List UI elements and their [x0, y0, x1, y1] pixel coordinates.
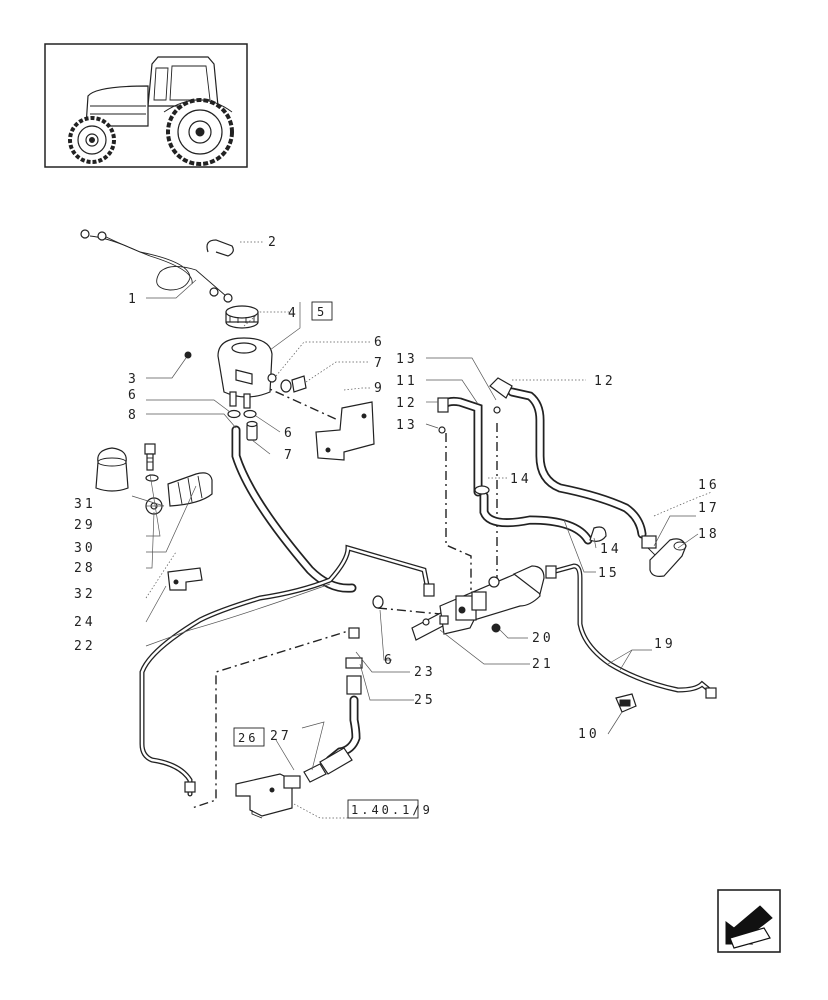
slave-bracket[interactable] [235, 773, 301, 819]
outlet-pipe[interactable] [545, 563, 717, 699]
callout-numbers: 1 2 3 4 6 6 6 6 7 7 8 9 10 11 12 12 13 1… [74, 235, 720, 744]
callout-6[interactable]: 6 [284, 426, 295, 441]
callout-30[interactable]: 30 [74, 541, 96, 556]
callout-7[interactable]: 7 [284, 448, 295, 463]
kit-reference-26[interactable]: 26 [233, 727, 265, 747]
return-hose[interactable] [474, 485, 607, 545]
previous-page-button[interactable] [717, 889, 781, 953]
tractor-thumbnail[interactable] [44, 43, 248, 168]
elbow-fitting[interactable] [649, 538, 687, 577]
reservoir-cap[interactable] [225, 305, 259, 329]
pipe-clamp-6[interactable] [372, 595, 384, 609]
callout-14[interactable]: 14 [600, 542, 622, 557]
fluid-reservoir[interactable] [217, 337, 277, 409]
callout-6[interactable]: 6 [128, 388, 139, 403]
callout-29[interactable]: 29 [74, 518, 96, 533]
callout-13[interactable]: 13 [396, 352, 418, 367]
master-cylinder-screw[interactable] [491, 623, 501, 633]
callout-2[interactable]: 2 [268, 235, 279, 250]
supply-hose[interactable] [231, 425, 357, 593]
callout-32[interactable]: 32 [74, 587, 96, 602]
callout-8[interactable]: 8 [128, 408, 139, 423]
page-reference-label: 1.40.1/9 [351, 803, 433, 817]
callout-6[interactable]: 6 [374, 335, 385, 350]
pipe-clip[interactable] [615, 693, 637, 713]
dust-cap[interactable] [95, 447, 129, 492]
reservoir-screw[interactable] [184, 351, 192, 359]
kit-reference-5[interactable]: 5 [311, 301, 333, 321]
previous-page-arrow-icon [725, 905, 773, 949]
assembly-centerlines [191, 375, 498, 809]
callout-19[interactable]: 19 [654, 637, 676, 652]
callout-13[interactable]: 13 [396, 418, 418, 433]
brake-pipe[interactable] [139, 544, 435, 797]
callout-17[interactable]: 17 [698, 501, 720, 516]
tractor-icon [68, 56, 234, 166]
hose-clip[interactable] [206, 239, 234, 257]
callout-27[interactable]: 27 [270, 729, 292, 744]
banjo-bolt[interactable] [144, 443, 156, 471]
callout-7[interactable]: 7 [374, 356, 385, 371]
sealing-washer[interactable] [145, 474, 159, 482]
callout-12[interactable]: 12 [396, 396, 418, 411]
wiring-harness[interactable] [80, 229, 233, 303]
callout-23[interactable]: 23 [414, 665, 436, 680]
upper-clamp-and-hose-stub[interactable] [280, 375, 307, 393]
master-cylinder[interactable] [411, 565, 545, 641]
callout-11[interactable]: 11 [396, 374, 418, 389]
callout-12[interactable]: 12 [594, 374, 616, 389]
callout-24[interactable]: 24 [74, 615, 96, 630]
kit-reference-5-label: 5 [317, 305, 327, 319]
callout-10[interactable]: 10 [578, 727, 600, 742]
callout-22[interactable]: 22 [74, 639, 96, 654]
callout-20[interactable]: 20 [532, 631, 554, 646]
feed-hose-left[interactable] [437, 396, 483, 497]
callout-21[interactable]: 21 [532, 657, 554, 672]
mounting-clip[interactable] [167, 567, 203, 591]
callout-1[interactable]: 1 [128, 292, 139, 307]
reservoir-bracket[interactable] [315, 401, 375, 461]
callout-14[interactable]: 14 [510, 472, 532, 487]
callout-15[interactable]: 15 [598, 566, 620, 581]
page-reference-link[interactable]: 1.40.1/9 [347, 799, 433, 819]
flexible-hose[interactable] [303, 627, 363, 783]
callout-28[interactable]: 28 [74, 561, 96, 576]
callout-6[interactable]: 6 [384, 653, 395, 668]
callout-18[interactable]: 18 [698, 527, 720, 542]
leader-lines [131, 241, 713, 819]
callout-25[interactable]: 25 [414, 693, 436, 708]
lower-clamps[interactable] [227, 409, 258, 441]
feed-hose-right[interactable] [489, 377, 647, 539]
callout-16[interactable]: 16 [698, 478, 720, 493]
callout-4[interactable]: 4 [288, 306, 299, 321]
callout-31[interactable]: 31 [74, 497, 96, 512]
callout-9[interactable]: 9 [374, 381, 385, 396]
kit-reference-26-label: 26 [238, 731, 258, 745]
callout-3[interactable]: 3 [128, 372, 139, 387]
